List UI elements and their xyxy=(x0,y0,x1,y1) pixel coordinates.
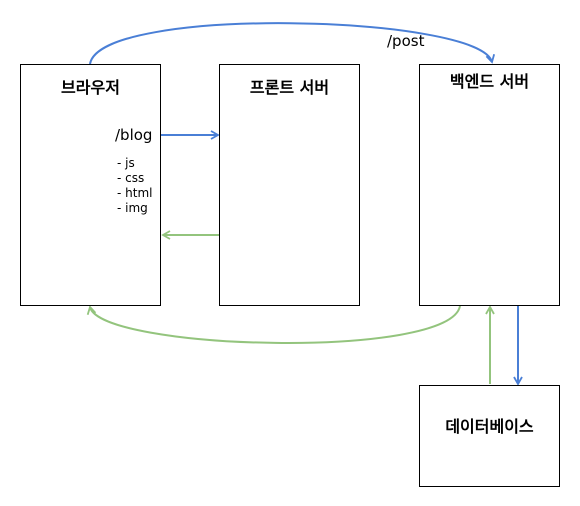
arrow-backend-to-browser xyxy=(86,305,461,344)
asset-item: - css xyxy=(117,171,145,185)
arrow-browser-to-backend xyxy=(89,22,495,65)
backend-server-title: 백엔드 서버 xyxy=(449,72,530,91)
front-server-title: 프론트 서버 xyxy=(249,78,330,97)
blog-label: /blog xyxy=(115,126,153,144)
asset-item: - js xyxy=(117,156,135,170)
database-title: 데이터베이스 xyxy=(445,417,534,436)
asset-list: - js - css - html - img xyxy=(117,156,152,216)
database-node: 데이터베이스 xyxy=(419,385,560,487)
asset-item: - img xyxy=(117,201,148,215)
browser-title: 브라우저 xyxy=(61,78,120,97)
asset-item: - html xyxy=(117,186,153,200)
front-server-node: 프론트 서버 xyxy=(219,64,360,306)
post-label: /post xyxy=(387,32,425,50)
backend-server-node: 백엔드 서버 xyxy=(419,64,560,306)
browser-node: 브라우저 xyxy=(20,64,161,306)
